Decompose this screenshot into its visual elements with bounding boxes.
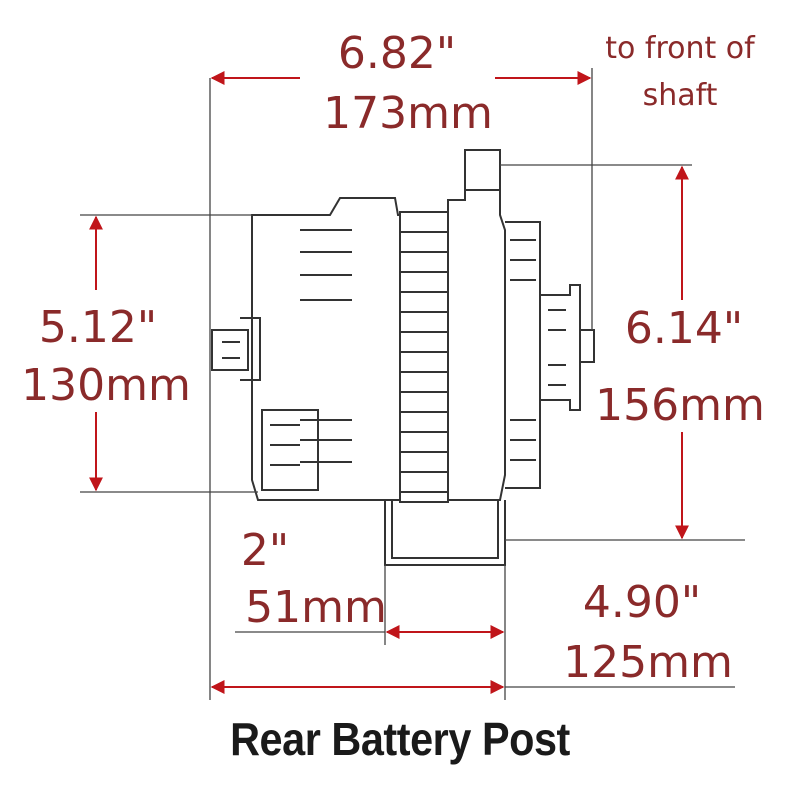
- rear-housing-slots: [300, 229, 352, 463]
- front-housing: [447, 149, 506, 501]
- mount-to-rear-mm: 125mm: [563, 637, 733, 688]
- mount-offset-inches: 2": [241, 525, 289, 576]
- rear-height-mm: 130mm: [21, 360, 191, 411]
- rear-height-inches: 5.12": [39, 302, 157, 353]
- dimension-labels: 6.82" 173mm to front of shaft 5.12" 130m…: [21, 28, 765, 688]
- battery-post: [211, 329, 249, 371]
- front-height-inches: 6.14": [625, 303, 743, 354]
- mounting-ear: [384, 500, 506, 566]
- front-height-mm: 156mm: [595, 380, 765, 431]
- dimension-arrows: [89, 71, 689, 694]
- extension-lines: [80, 68, 745, 700]
- front-note-line1: to front of: [605, 31, 756, 66]
- stator-band: [399, 211, 449, 503]
- shaft-nut: [579, 329, 595, 363]
- overall-length-mm: 173mm: [323, 88, 493, 139]
- front-note-line2: shaft: [643, 78, 718, 113]
- diagram-caption: Rear Battery Post: [230, 713, 570, 765]
- rear-housing: [251, 197, 401, 501]
- pulley: [539, 284, 581, 411]
- fan: [505, 221, 541, 489]
- mount-to-rear-inches: 4.90": [583, 577, 701, 628]
- mount-offset-mm: 51mm: [245, 582, 387, 633]
- overall-length-inches: 6.82": [338, 28, 456, 79]
- alternator-drawing: [211, 149, 595, 566]
